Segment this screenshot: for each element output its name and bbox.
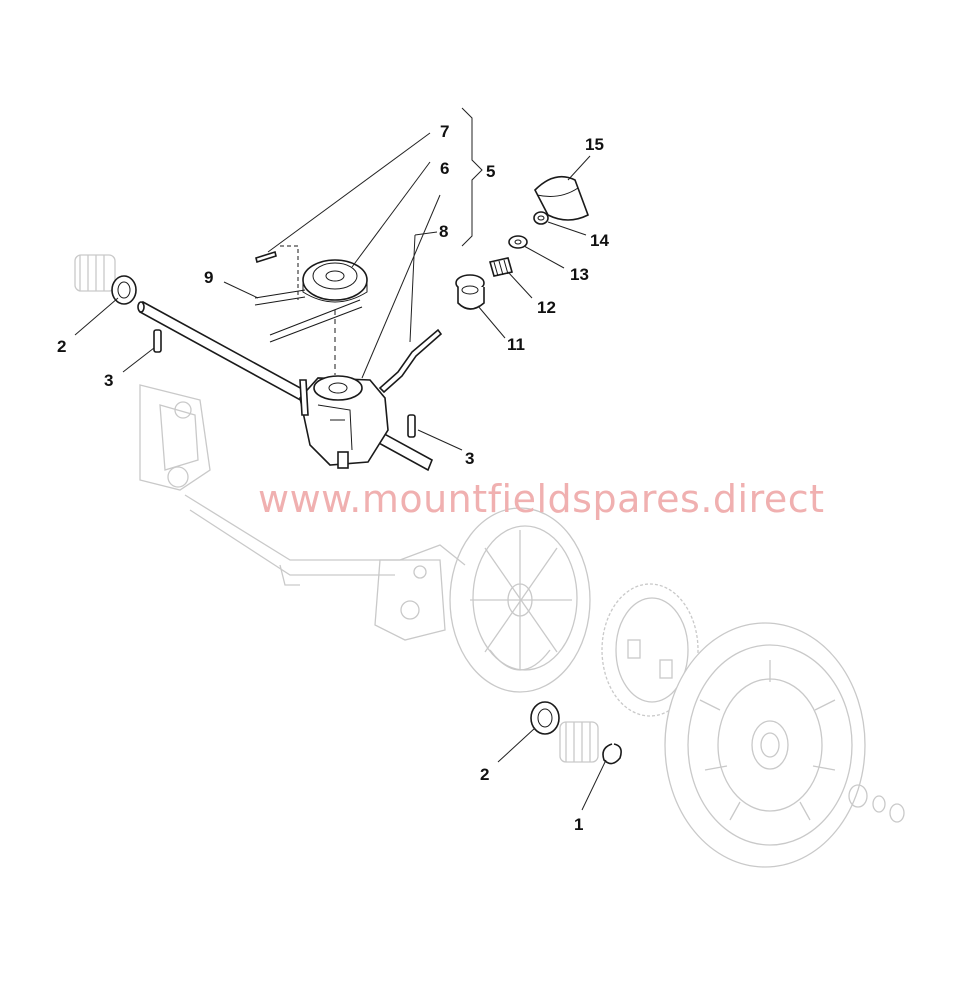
gearbox-assembly (299, 375, 389, 469)
pin-right-part-3 (407, 414, 416, 438)
drive-cable-part-8 (378, 328, 443, 394)
leader-8 (409, 234, 416, 343)
leader-7 (267, 132, 431, 253)
pin-left-part-3 (153, 329, 162, 353)
leader-11 (477, 305, 506, 339)
callout-6: 6 (440, 159, 449, 178)
ghost-wheel-nut-set (848, 784, 905, 823)
nut-part-14 (533, 211, 549, 225)
bearing-left-part-2 (111, 275, 137, 305)
callout-2-left: 2 (57, 337, 66, 356)
callout-8: 8 (439, 222, 448, 241)
leader-13 (523, 245, 565, 269)
pinion-right (559, 721, 599, 763)
spring-part-12 (488, 257, 514, 277)
leader-3-right (417, 429, 463, 451)
washer-part-13 (508, 235, 528, 249)
watermark-text: www.mountfieldspares.direct (258, 477, 825, 521)
callout-1: 1 (574, 815, 583, 834)
key-pin-part-7 (255, 250, 277, 264)
leader-2-left (74, 297, 119, 336)
ghost-gear-ring (601, 583, 699, 717)
ghost-height-adjuster-frame (139, 384, 466, 641)
bearing-right-part-2 (530, 701, 560, 735)
ghost-wheel-housing (449, 507, 591, 693)
leader-14 (547, 221, 587, 236)
leader-1 (581, 759, 607, 811)
drive-belt-part-9 (254, 289, 363, 343)
callout-2-right: 2 (480, 765, 489, 784)
callout-15: 15 (585, 135, 604, 154)
leader-2-right (497, 727, 536, 763)
leader-9 (223, 281, 259, 299)
callout-3-left: 3 (104, 371, 113, 390)
key-axis-line (280, 245, 299, 300)
leader-3-left (122, 347, 155, 373)
leader-8-top (414, 231, 438, 236)
assembly-group-bracket (461, 107, 483, 247)
bushing-part-11 (455, 274, 485, 310)
callout-7: 7 (440, 122, 449, 141)
ghost-rear-wheel (664, 622, 866, 868)
circlip-part-1 (602, 743, 622, 765)
pinion-left (74, 254, 116, 292)
gearbox-pulley-part-6 (302, 259, 368, 303)
knob-cap-part-15 (534, 175, 590, 221)
callout-5: 5 (486, 162, 495, 181)
leader-5 (361, 194, 441, 379)
callout-11: 11 (507, 335, 525, 354)
leader-6 (351, 161, 431, 268)
callout-13: 13 (570, 265, 589, 284)
callout-14: 14 (590, 231, 609, 250)
leader-15 (567, 155, 591, 181)
callout-9: 9 (204, 268, 213, 287)
callout-3-right: 3 (465, 449, 474, 468)
leader-12 (507, 271, 533, 299)
callout-12: 12 (537, 298, 556, 317)
